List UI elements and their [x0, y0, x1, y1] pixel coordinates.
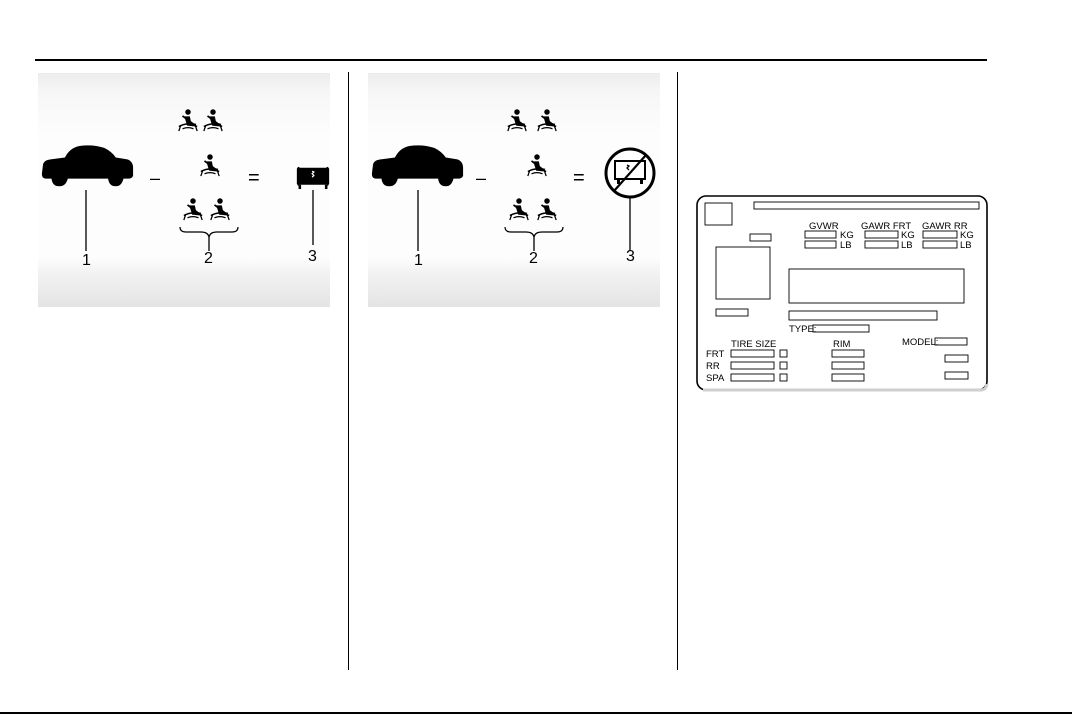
- seatbelt-occupant-icon: [538, 198, 556, 220]
- callout-2: 2: [204, 250, 213, 267]
- top-rule: [35, 59, 987, 61]
- spa-row-label: SPA: [706, 373, 725, 384]
- equals-sign: =: [573, 167, 585, 189]
- callout-1: 1: [414, 252, 423, 269]
- rim-label: RIM: [833, 339, 851, 350]
- type-label: TYPE:: [789, 324, 816, 335]
- frt-row-label: FRT: [706, 349, 724, 360]
- cargo-box-icon: [297, 167, 329, 189]
- minus-sign: –: [476, 168, 486, 188]
- lb-unit-label: LB: [840, 240, 852, 251]
- minus-sign: –: [150, 168, 160, 188]
- lb-unit-label: LB: [960, 240, 972, 251]
- no-cargo-icon: [606, 149, 654, 197]
- column-divider: [348, 72, 349, 670]
- callout-3: 3: [308, 248, 317, 265]
- seatbelt-occupant-icon: [510, 198, 528, 220]
- bottom-rule: [0, 712, 1072, 714]
- model-label: MODEL:: [902, 337, 938, 348]
- rr-row-label: RR: [706, 361, 720, 372]
- gvwr-label: GVWR: [809, 221, 839, 232]
- equals-sign: =: [248, 167, 260, 189]
- seatbelt-occupant-icon: [204, 109, 222, 131]
- seatbelt-occupant-icon: [528, 154, 546, 176]
- figure-capacity-with-cargo: – = 1 2 3: [38, 73, 330, 307]
- seatbelt-occupant-icon: [179, 109, 197, 131]
- seatbelt-occupant-icon: [538, 109, 556, 131]
- tire-size-label: TIRE SIZE: [731, 339, 776, 350]
- seatbelt-occupant-icon: [211, 198, 229, 220]
- column-divider: [677, 72, 678, 670]
- car-icon: [372, 145, 463, 186]
- figure-capacity-no-cargo: – = 1 2 3: [368, 73, 660, 307]
- tire-loading-label-figure: GVWR GAWR FRT GAWR RR KG LB KG LB KG LB …: [695, 194, 989, 412]
- callout-1: 1: [82, 252, 91, 269]
- seatbelt-occupant-icon: [184, 198, 202, 220]
- seatbelt-occupant-icon: [201, 154, 219, 176]
- callout-2: 2: [529, 250, 538, 267]
- callout-3: 3: [626, 248, 635, 265]
- lb-unit-label: LB: [901, 240, 913, 251]
- seatbelt-occupant-icon: [508, 109, 526, 131]
- car-icon: [42, 145, 133, 186]
